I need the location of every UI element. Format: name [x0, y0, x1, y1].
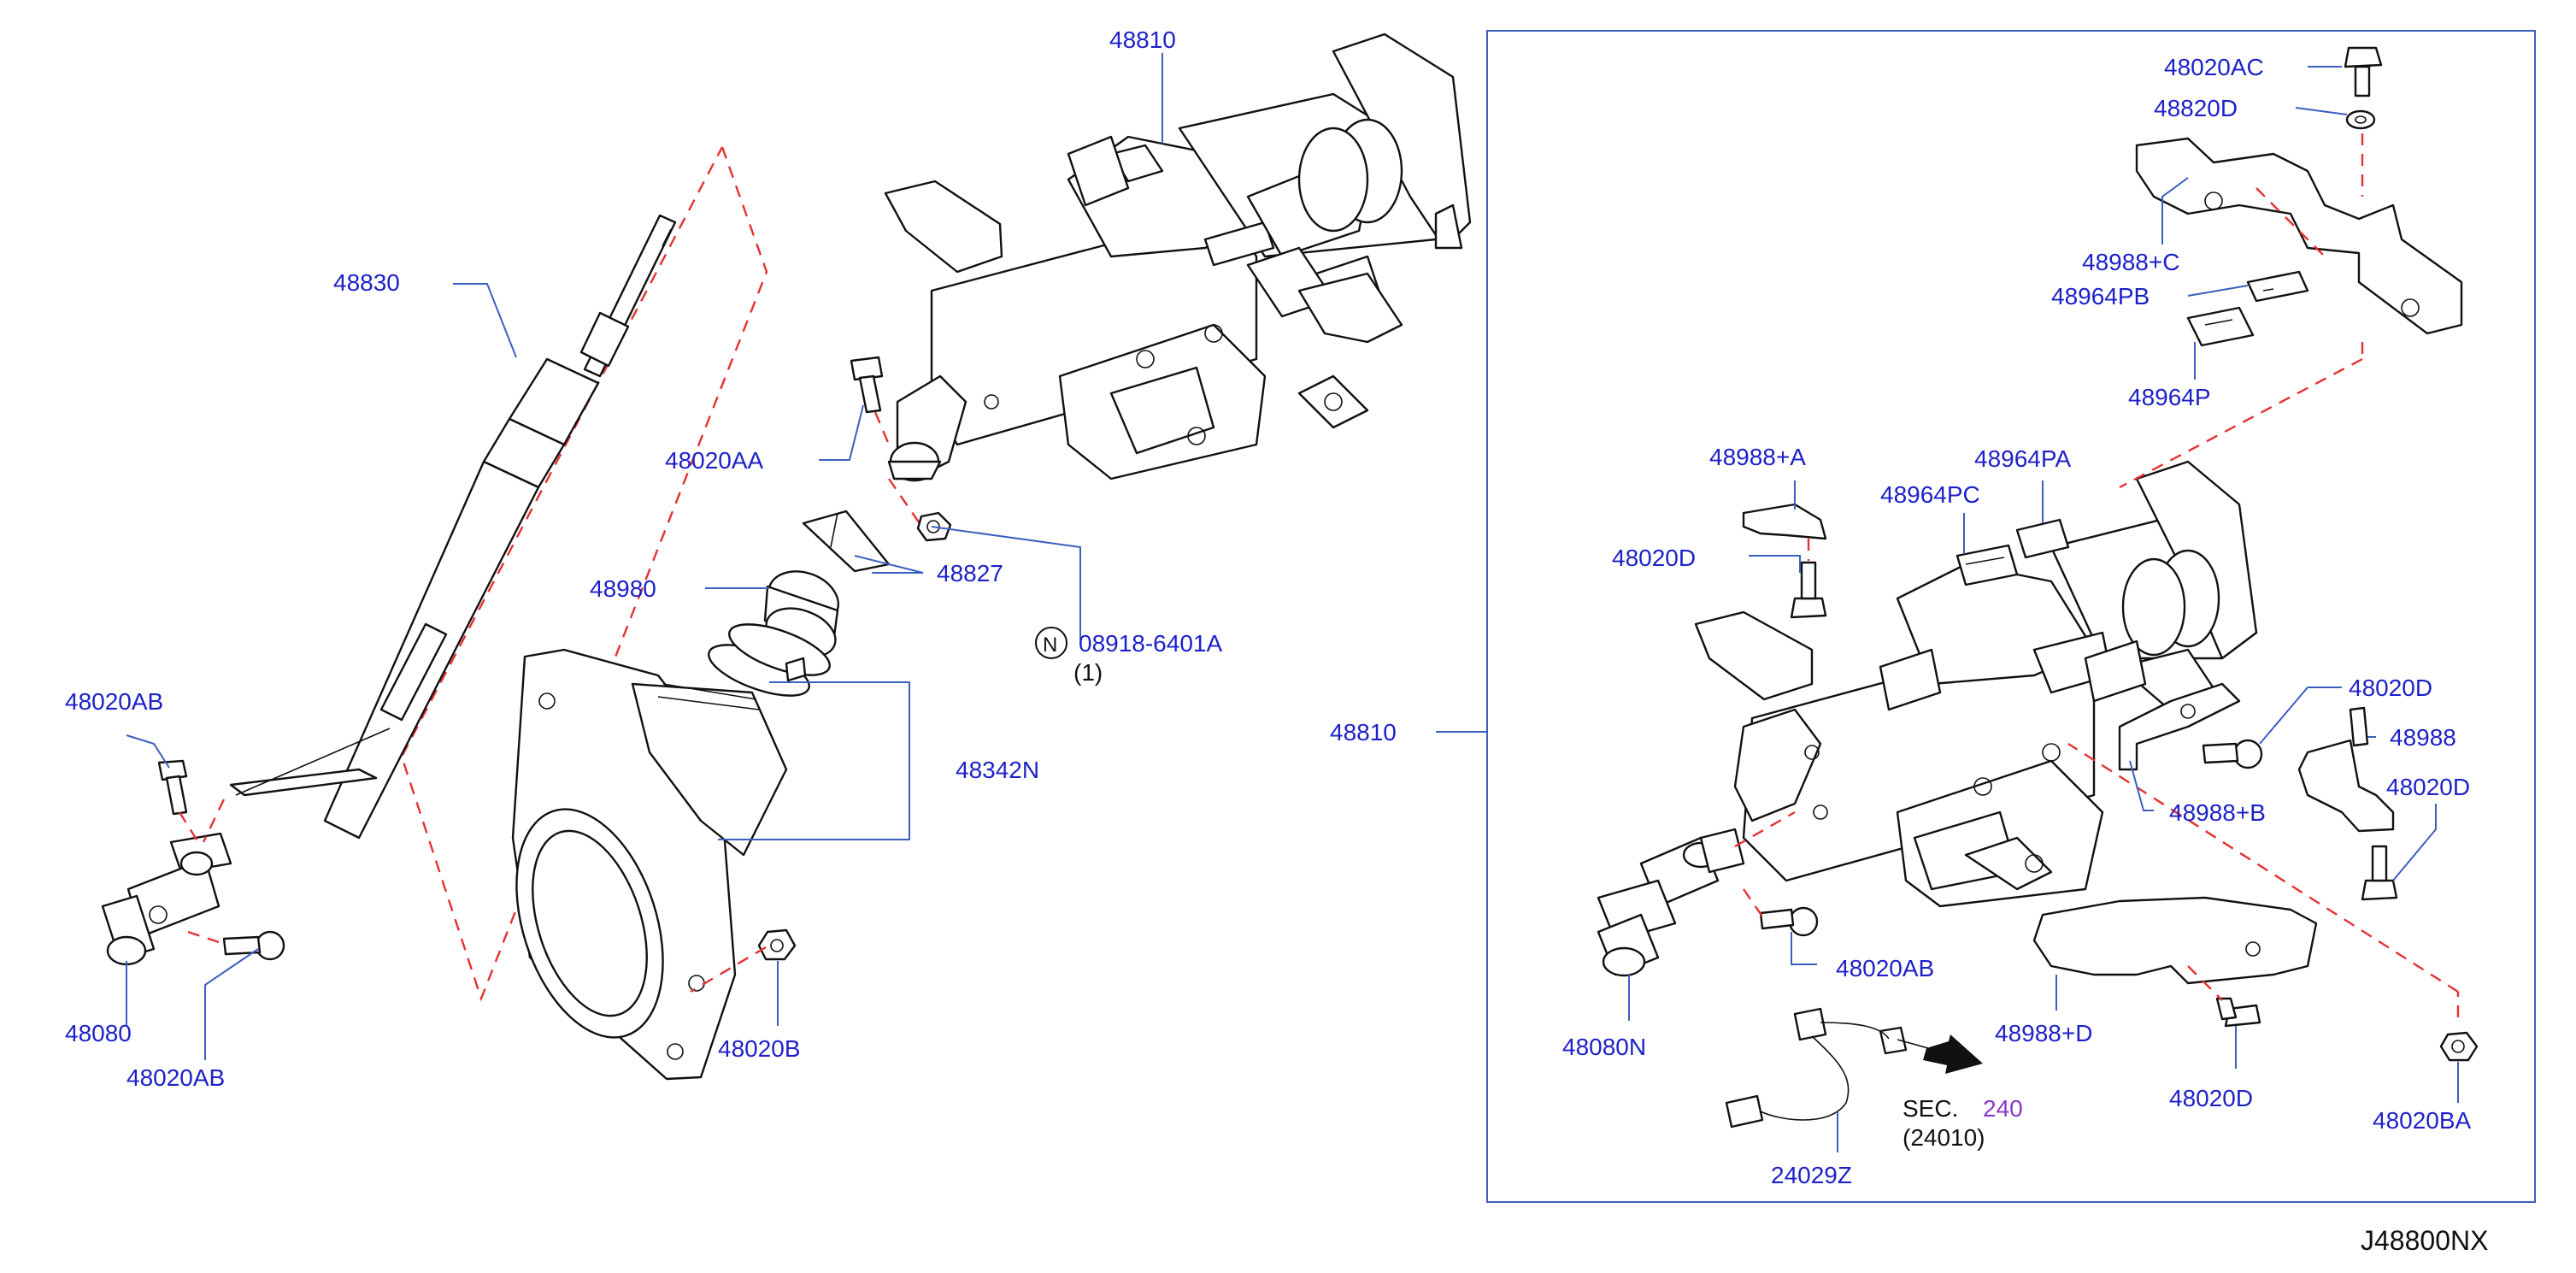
label-48080N: 48080N	[1562, 1034, 1646, 1060]
label-48020B: 48020B	[718, 1035, 801, 1062]
dash-48020AB-detail	[1743, 888, 1763, 917]
pad-48964PA	[2015, 518, 2070, 559]
diagram-id: J48800NX	[2361, 1225, 2488, 1256]
label-48020D-middle: 48020D	[2349, 675, 2432, 701]
bolt-48020AB-detail	[1759, 906, 1819, 937]
dash-48020AA	[873, 411, 891, 445]
label-48020AB-bottom: 48020AB	[126, 1064, 225, 1091]
bracket-48988C	[2135, 137, 2463, 335]
dash-shaft-to-joint	[202, 799, 226, 843]
label-48830: 48830	[333, 269, 400, 296]
steering-shaft-48830	[229, 214, 677, 840]
boot-cover-48342N	[511, 648, 788, 1081]
clamp-48827	[802, 510, 891, 573]
bolt-48020AB-top	[157, 759, 188, 816]
bolt-48020AB-bottom	[222, 930, 285, 961]
bolt-48020AC	[2344, 46, 2383, 97]
washer-48820D	[2345, 109, 2376, 130]
detail-frame	[1486, 30, 2536, 1203]
label-48020D-right: 48020D	[2386, 774, 2470, 800]
bolt-48020AA	[850, 356, 884, 414]
bolt-48020D-left	[1790, 561, 1827, 619]
dash-center-line	[888, 478, 924, 529]
label-48988A: 48988+A	[1709, 444, 1806, 470]
dash-48020AB-top	[178, 811, 203, 847]
nut-48020B	[757, 928, 797, 961]
label-48080: 48080	[65, 1020, 132, 1046]
pad-48964PC	[1956, 544, 2019, 586]
nut-48020BA	[2439, 1031, 2479, 1062]
bolt-48020D-bottom	[2215, 997, 2261, 1028]
dash-column-to-48020BA	[2067, 742, 2459, 993]
badge-N-letter: N	[1043, 634, 1057, 657]
dash-48988C-pad	[2255, 187, 2326, 257]
badge-N	[1035, 627, 1067, 659]
label-48810-top: 48810	[1109, 27, 1176, 53]
dash-48988D	[2187, 965, 2223, 1001]
label-48342N: 48342N	[956, 757, 1039, 783]
sec-arrow	[1923, 1034, 1983, 1074]
bolt-48020D-middle	[2202, 739, 2263, 769]
label-08918-qty: (1)	[1073, 659, 1103, 686]
label-48820D: 48820D	[2154, 95, 2238, 121]
dash-joint-to-column	[1734, 810, 1796, 848]
bracket-48988	[2297, 706, 2395, 833]
pad-48964PB	[2246, 270, 2309, 303]
label-48980: 48980	[590, 575, 656, 602]
label-48964P: 48964P	[2128, 384, 2211, 410]
label-48964PB: 48964PB	[2051, 283, 2150, 309]
label-48964PA: 48964PA	[1974, 445, 2071, 472]
label-24029Z: 24029Z	[1771, 1162, 1852, 1188]
label-48988: 48988	[2390, 724, 2456, 751]
label-48020AA: 48020AA	[665, 447, 764, 474]
assembly-boundary-dashed	[400, 146, 768, 1002]
label-sec-sub: (24010)	[1903, 1124, 1985, 1151]
bracket-48988D	[2032, 896, 2318, 985]
leader-lines	[126, 53, 2459, 1152]
dash-48988C-to-column	[2119, 357, 2363, 489]
dash-nut-48020B	[690, 946, 767, 993]
label-48988B: 48988+B	[2169, 799, 2266, 826]
label-48020AB-top: 48020AB	[65, 688, 163, 715]
pad-48964P	[2186, 306, 2255, 347]
label-sec-number: 240	[1983, 1095, 2023, 1122]
bracket-48988A	[1742, 503, 1827, 540]
label-48020D-bottom: 48020D	[2169, 1085, 2253, 1111]
label-48020AB-detail: 48020AB	[1836, 955, 1934, 981]
label-48020AC: 48020AC	[2164, 54, 2264, 80]
harness-24029Z	[1725, 1007, 1929, 1129]
steering-column-48810-top	[884, 32, 1472, 482]
label-48964PC: 48964PC	[1880, 481, 1980, 508]
dash-48020AB-bottom	[187, 930, 225, 946]
label-48020D-left: 48020D	[1612, 545, 1696, 571]
label-48988C: 48988+C	[2082, 249, 2179, 275]
label-48810-side: 48810	[1330, 719, 1397, 746]
bolt-48020D-right	[2361, 845, 2398, 901]
label-08918-6401A: 08918-6401A	[1079, 630, 1222, 657]
label-48020BA: 48020BA	[2373, 1107, 2472, 1134]
label-sec: SEC.	[1903, 1095, 1958, 1122]
bracket-48988B	[2118, 682, 2241, 771]
universal-joint-48080	[101, 832, 232, 966]
label-48988D: 48988+D	[1995, 1020, 2092, 1046]
universal-joint-48080N	[1597, 828, 1745, 977]
label-48827: 48827	[937, 560, 1003, 586]
